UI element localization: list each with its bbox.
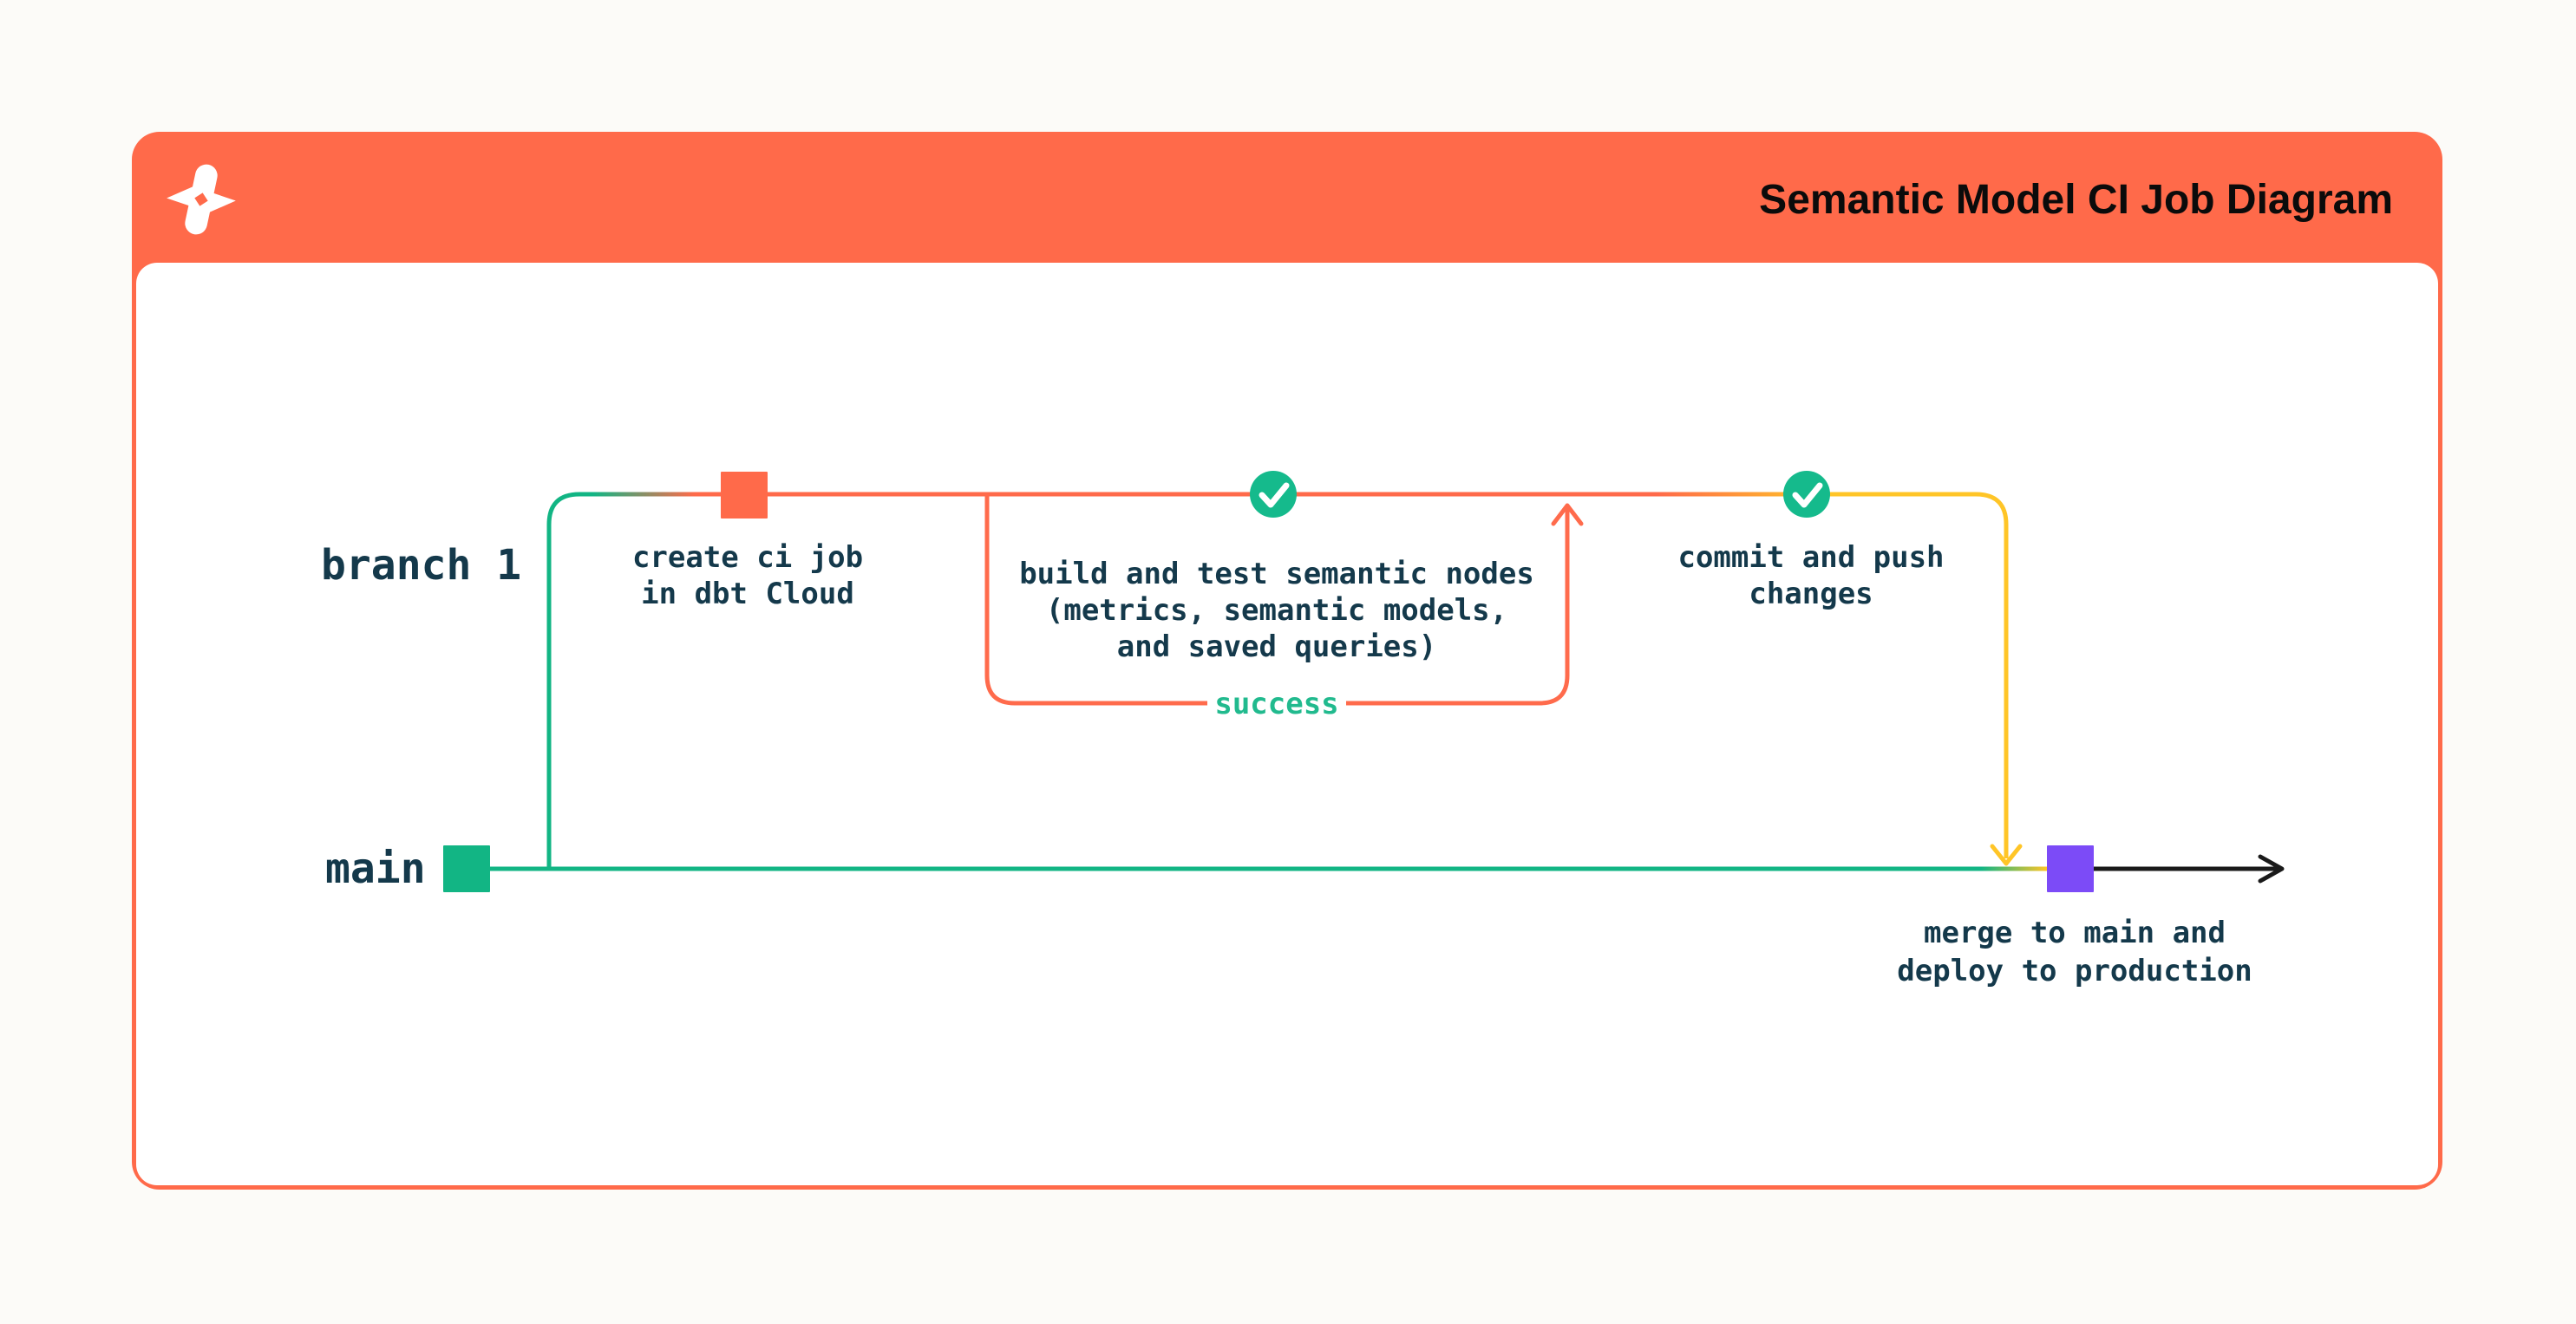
node-label-commit-and-push: commit and push changes — [1677, 540, 1945, 611]
page-title: Semantic Model CI Job Diagram — [1759, 176, 2393, 223]
node-label-build-and-test: build and test semantic nodes (metrics, … — [1019, 557, 1534, 664]
dbt-logo-icon — [167, 164, 236, 235]
branch1-label: branch 1 — [321, 541, 522, 590]
card-body — [136, 263, 2438, 1185]
node-label-merge-to-main: merge to main and deploy to production — [1897, 916, 2252, 988]
card-header: Semantic Model CI Job Diagram — [136, 136, 2438, 263]
success-label: success — [1214, 687, 1339, 721]
node-label-create-ci-job: create ci job in dbt Cloud — [631, 540, 864, 611]
main-label: main — [325, 845, 426, 893]
